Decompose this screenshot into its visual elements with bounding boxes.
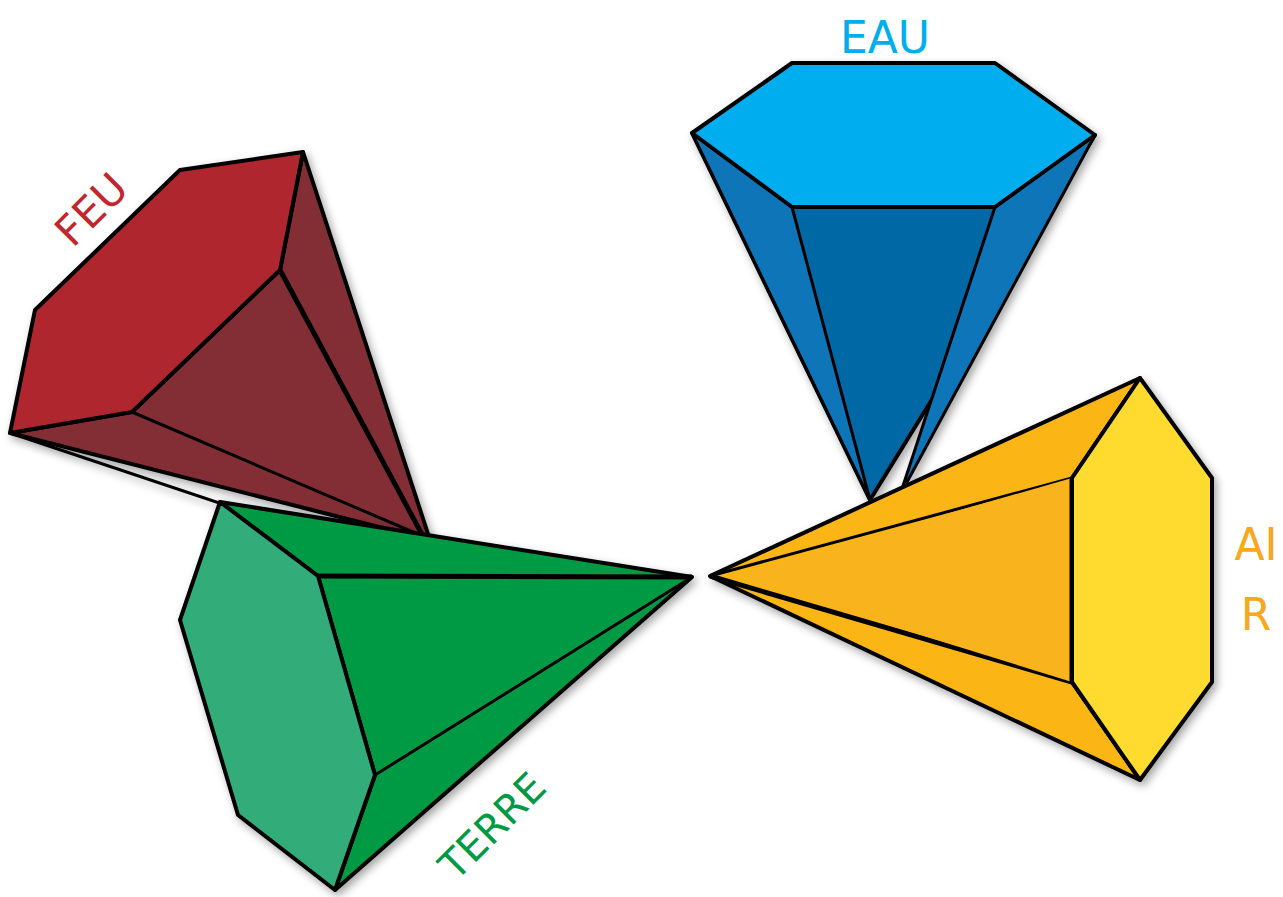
element-label: EAU [840,16,930,60]
element-label: AIR [1234,510,1278,651]
earth-pyramid [180,502,692,890]
fire-pyramid [10,152,430,540]
air-pyramid [710,378,1212,780]
